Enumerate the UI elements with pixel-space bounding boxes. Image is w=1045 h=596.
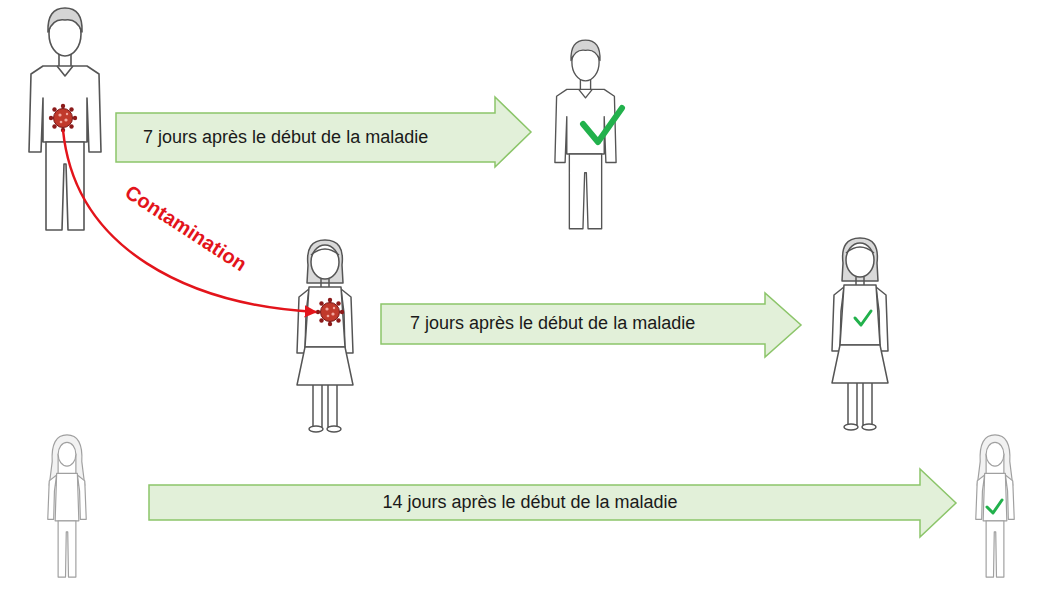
arrow-shape: 7 jours après le début de la maladie (380, 292, 803, 358)
check-mark (855, 311, 871, 325)
duration-text: 14 jours après le début de la maladie (382, 492, 677, 514)
arrow-shape: 14 jours après le début de la maladie (148, 468, 958, 538)
contamination-label: Contamination (121, 180, 251, 276)
arrow-shape: 7 jours après le début de la maladie (115, 96, 533, 168)
arrow-outline (116, 97, 531, 167)
sick-girl-figure (297, 240, 353, 432)
text-area: 7 jours après le début de la maladie (380, 304, 765, 344)
healed-woman-figure (976, 435, 1014, 577)
check-mark (583, 108, 622, 142)
check-mark (987, 500, 1002, 513)
arrow-outline (381, 293, 801, 357)
arrow-outline (149, 469, 956, 537)
virus-icon (316, 298, 344, 326)
sick-man-figure (29, 8, 101, 230)
sick-woman-figure (48, 435, 86, 577)
duration-text: 7 jours après le début de la maladie (143, 127, 428, 149)
text-area: 14 jours après le début de la maladie (148, 485, 920, 520)
duration-text: 7 jours après le début de la maladie (410, 313, 695, 335)
healed-girl-figure (832, 238, 888, 430)
text-area: 7 jours après le début de la maladie (115, 113, 495, 162)
virus-icon (49, 104, 77, 132)
